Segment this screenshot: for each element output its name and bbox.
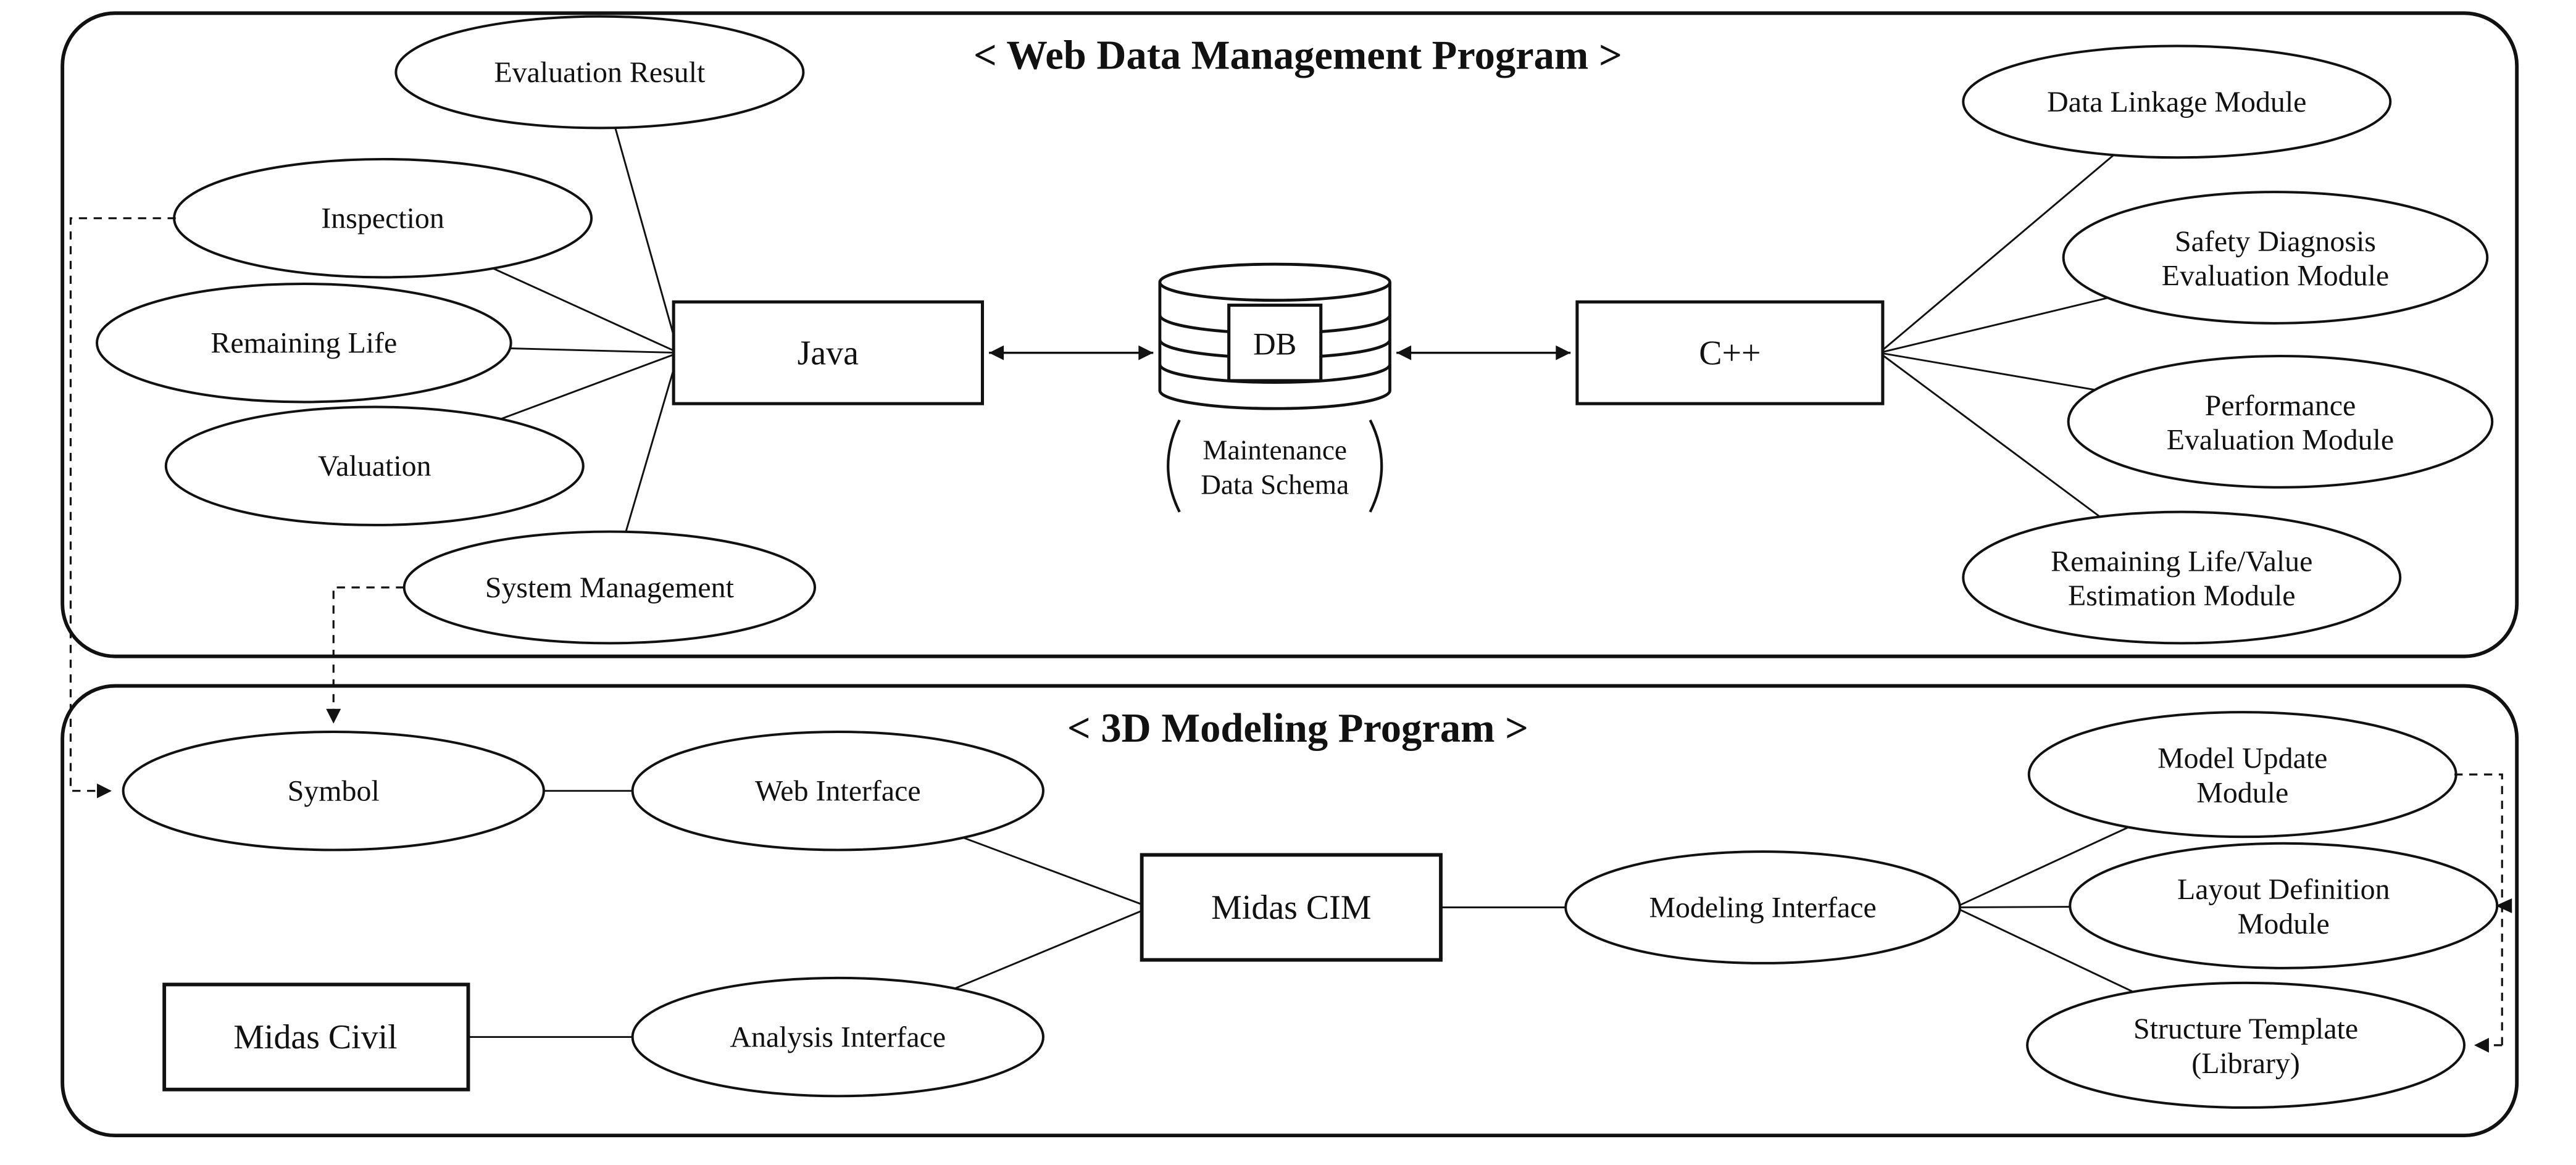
structure-template-label-line1: Structure Template bbox=[2133, 1013, 2358, 1045]
node-web-interface: Web Interface bbox=[631, 730, 1044, 852]
dashed-connector-inspection-symbol bbox=[69, 217, 176, 798]
model-update-label-line2: Module bbox=[2196, 776, 2288, 809]
top-section-border bbox=[60, 11, 2519, 658]
safety-diagnosis-label-line1: Safety Diagnosis bbox=[2175, 225, 2376, 258]
node-model-update-module: Model Update Module bbox=[2027, 711, 2457, 839]
node-midas-civil: Midas Civil bbox=[162, 982, 470, 1092]
data-linkage-label: Data Linkage Module bbox=[2047, 86, 2306, 118]
midas-cim-box bbox=[1140, 853, 1443, 962]
midas-civil-label: Midas Civil bbox=[233, 1018, 397, 1056]
modeling-interface-ellipse bbox=[1564, 850, 1961, 964]
remaining-life-ellipse bbox=[96, 283, 512, 404]
db-caption-right-paren bbox=[1369, 419, 1383, 513]
node-analysis-interface: Analysis Interface bbox=[631, 976, 1044, 1098]
node-valuation: Valuation bbox=[164, 405, 585, 526]
java-label: Java bbox=[798, 334, 859, 372]
web-interface-label: Web Interface bbox=[755, 775, 921, 808]
node-cpp: C++ bbox=[1575, 300, 1885, 405]
node-safety-diagnosis-module: Safety Diagnosis Evaluation Module bbox=[2062, 191, 2489, 325]
dashed-connectors bbox=[69, 217, 2512, 1053]
safety-diagnosis-label-line2: Evaluation Module bbox=[2162, 260, 2389, 292]
java-box bbox=[672, 300, 985, 405]
dashed-rail-model-update bbox=[2454, 773, 2503, 1045]
performance-label-line1: Performance bbox=[2205, 389, 2356, 422]
remaining-value-label-line1: Remaining Life/Value bbox=[2051, 545, 2312, 578]
cpp-label: C++ bbox=[1699, 334, 1761, 372]
db-caption-left-paren bbox=[1167, 419, 1181, 513]
midas-civil-box bbox=[162, 982, 470, 1092]
cpp-box bbox=[1575, 300, 1885, 405]
analysis-interface-ellipse bbox=[631, 976, 1044, 1098]
system-management-label: System Management bbox=[485, 571, 735, 604]
web-interface-ellipse bbox=[631, 730, 1044, 852]
safety-diagnosis-ellipse bbox=[2062, 191, 2489, 325]
node-remaining-life: Remaining Life bbox=[96, 283, 512, 404]
midas-cim-label: Midas CIM bbox=[1211, 889, 1371, 927]
evaluation-result-ellipse bbox=[394, 15, 805, 130]
db-cylinder-top bbox=[1158, 262, 1391, 302]
valuation-ellipse bbox=[164, 405, 585, 526]
db-caption-line2: Data Schema bbox=[1201, 469, 1349, 500]
node-layout-definition-module: Layout Definition Module bbox=[2069, 842, 2499, 969]
node-modeling-interface: Modeling Interface bbox=[1564, 850, 1961, 964]
modeling-interface-label: Modeling Interface bbox=[1649, 891, 1876, 924]
node-java: Java bbox=[672, 300, 985, 405]
bottom-section-title: < 3D Modeling Program > bbox=[1067, 706, 1528, 751]
layout-definition-label-line1: Layout Definition bbox=[2177, 873, 2390, 906]
node-structure-template-module: Structure Template (Library) bbox=[2026, 981, 2466, 1109]
node-performance-module: Performance Evaluation Module bbox=[2067, 355, 2494, 489]
layout-definition-label-line2: Module bbox=[2238, 908, 2330, 940]
node-system-management: System Management bbox=[402, 530, 817, 645]
evaluation-result-label: Evaluation Result bbox=[494, 56, 706, 89]
symbol-label: Symbol bbox=[288, 775, 380, 808]
top-section: < Web Data Management Program > Evaluati… bbox=[60, 11, 2519, 658]
db-cylinder-band bbox=[1158, 363, 1391, 384]
valuation-label: Valuation bbox=[318, 450, 431, 483]
db-label-box bbox=[1227, 304, 1323, 383]
db-caption-line1: Maintenance bbox=[1203, 435, 1347, 466]
bottom-section-border bbox=[60, 684, 2519, 1138]
remaining-life-label: Remaining Life bbox=[210, 327, 397, 360]
dashed-connector-rail-layout-definition-arrowhead bbox=[2495, 898, 2512, 913]
db-caption: Maintenance Data Schema bbox=[1167, 419, 1383, 513]
node-midas-cim: Midas CIM bbox=[1140, 853, 1443, 962]
structure-template-label-line2: (Library) bbox=[2191, 1047, 2300, 1080]
performance-ellipse bbox=[2067, 355, 2494, 489]
node-evaluation-result: Evaluation Result bbox=[394, 15, 805, 130]
structure-template-ellipse bbox=[2026, 981, 2466, 1109]
analysis-interface-label: Analysis Interface bbox=[730, 1021, 946, 1054]
bottom-section: < 3D Modeling Program > Symbol Web Inter… bbox=[60, 684, 2519, 1138]
system-management-ellipse bbox=[402, 530, 817, 645]
remaining-value-ellipse bbox=[1962, 510, 2402, 645]
top-section-title: < Web Data Management Program > bbox=[973, 33, 1622, 78]
node-remaining-value-module: Remaining Life/Value Estimation Module bbox=[1962, 510, 2402, 645]
node-data-linkage-module: Data Linkage Module bbox=[1962, 44, 2392, 159]
remaining-value-label-line2: Estimation Module bbox=[2068, 579, 2295, 612]
node-db: DB Maintenance Data Schema bbox=[1158, 262, 1391, 513]
db-label: DB bbox=[1253, 326, 1296, 361]
performance-label-line2: Evaluation Module bbox=[2167, 424, 2394, 457]
symbol-ellipse bbox=[122, 730, 545, 852]
inspection-label: Inspection bbox=[321, 202, 444, 235]
model-update-label-line1: Model Update bbox=[2157, 742, 2327, 775]
node-inspection: Inspection bbox=[173, 157, 593, 279]
node-symbol: Symbol bbox=[122, 730, 545, 852]
data-linkage-ellipse bbox=[1962, 44, 2392, 159]
